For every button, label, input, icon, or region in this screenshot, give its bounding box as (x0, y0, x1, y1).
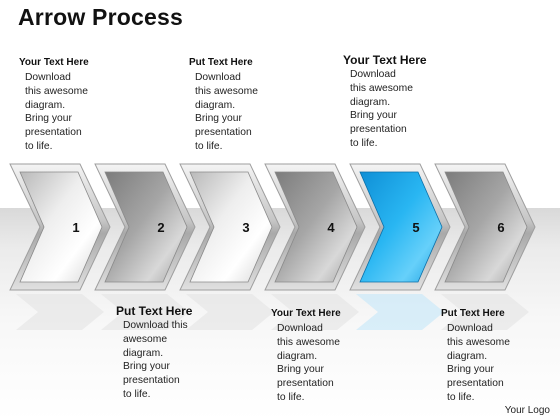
arrow-6-face (444, 171, 528, 283)
text-block-3-line: to life. (195, 140, 223, 152)
text-block-3-line: presentation (195, 127, 252, 139)
arrow-step-3: 3 (179, 163, 281, 291)
text-block-4-line: Bring your (277, 364, 324, 376)
text-block-1-line: Bring your (25, 113, 72, 125)
text-block-2-heading: Put Text Here (116, 304, 193, 318)
text-block-4-body: Download this awesome diagram. Bring your pr… (271, 322, 401, 405)
logo-placeholder: Your Logo (504, 405, 550, 416)
text-block-3-line: diagram. (195, 99, 236, 111)
arrow-step-6: 6 (434, 163, 536, 291)
text-block-2-line: to life. (123, 388, 151, 400)
text-block-2-line: diagram. (123, 347, 164, 359)
arrow-1-number: 1 (72, 220, 79, 235)
text-block-6-heading: Put Text Here (441, 308, 505, 319)
text-block-2-body: Download this awesome diagram. Bring your pr… (116, 319, 246, 402)
text-block-6-line: to life. (447, 391, 475, 403)
arrow-step-2: 2 (94, 163, 196, 291)
arrow-4-face (274, 171, 358, 283)
text-block-3-heading: Put Text Here (189, 57, 253, 68)
text-block-1-line: this awesome (25, 85, 88, 97)
arrow-1-face (19, 171, 103, 283)
text-block-5-line: Download (350, 69, 396, 80)
text-block-3-line: this awesome (195, 85, 258, 97)
arrow-1-reflection (16, 294, 104, 330)
text-block-5-line: to life. (350, 137, 378, 149)
text-block-6-body: Download this awesome diagram. Bring your pr… (441, 322, 560, 405)
text-block-5-body: Download this awesome diagram. Bring your pr… (343, 68, 473, 151)
arrow-6-reflection (441, 294, 529, 330)
text-block-2-line: awesome (123, 333, 168, 345)
arrow-5-reflection (356, 294, 444, 330)
text-block-1-line: diagram. (25, 99, 66, 111)
arrow-step-5: 5 (349, 163, 451, 291)
text-block-2-line: Download this (123, 320, 188, 331)
text-block-2-line: Bring your (123, 361, 170, 373)
arrow-4-number: 4 (327, 220, 335, 235)
text-block-4-line: diagram. (277, 350, 318, 362)
arrow-2-reflection (101, 294, 189, 330)
arrow-2-number: 2 (157, 220, 164, 235)
arrow-3-number: 3 (242, 220, 249, 235)
text-block-4-line: to life. (277, 391, 305, 403)
arrow-5-face (359, 171, 443, 283)
arrow-step-4: 4 (264, 163, 366, 291)
text-block-5-line: this awesome (350, 82, 413, 94)
text-block-3-body: Download this awesome diagram. Bring your pr… (189, 71, 319, 154)
text-block-1-body: Download this awesome diagram. Bring your pr… (19, 71, 149, 154)
arrow-6-number: 6 (497, 220, 504, 235)
text-block-3-line: Bring your (195, 113, 242, 125)
text-block-3-line: Download (195, 72, 241, 83)
text-block-6-line: diagram. (447, 350, 488, 362)
arrow-5-number: 5 (412, 220, 419, 235)
text-block-1-heading: Your Text Here (19, 57, 89, 68)
diagram-title: Arrow Process (18, 4, 183, 30)
arrow-3-face (189, 171, 273, 283)
arrow-step-1: 1 (9, 163, 111, 291)
text-block-5-line: Bring your (350, 110, 397, 122)
text-block-1-line: Download (25, 72, 71, 83)
text-block-5-line: presentation (350, 124, 407, 136)
text-block-5-heading: Your Text Here (343, 53, 427, 67)
text-block-1-line: presentation (25, 127, 82, 139)
text-block-6-line: Download (447, 323, 493, 334)
arrow-4-reflection (271, 294, 359, 330)
text-block-5-line: diagram. (350, 96, 391, 108)
text-block-6-line: presentation (447, 378, 504, 390)
text-block-4-heading: Your Text Here (271, 308, 341, 319)
text-block-6-line: this awesome (447, 336, 510, 348)
text-block-4-line: Download (277, 323, 323, 334)
text-block-2-line: presentation (123, 375, 180, 387)
text-block-6-line: Bring your (447, 364, 494, 376)
arrow-2-face (104, 171, 188, 283)
arrow-3-reflection (186, 294, 274, 330)
text-block-4-line: this awesome (277, 336, 340, 348)
text-block-4-line: presentation (277, 378, 334, 390)
text-block-1-line: to life. (25, 140, 53, 152)
